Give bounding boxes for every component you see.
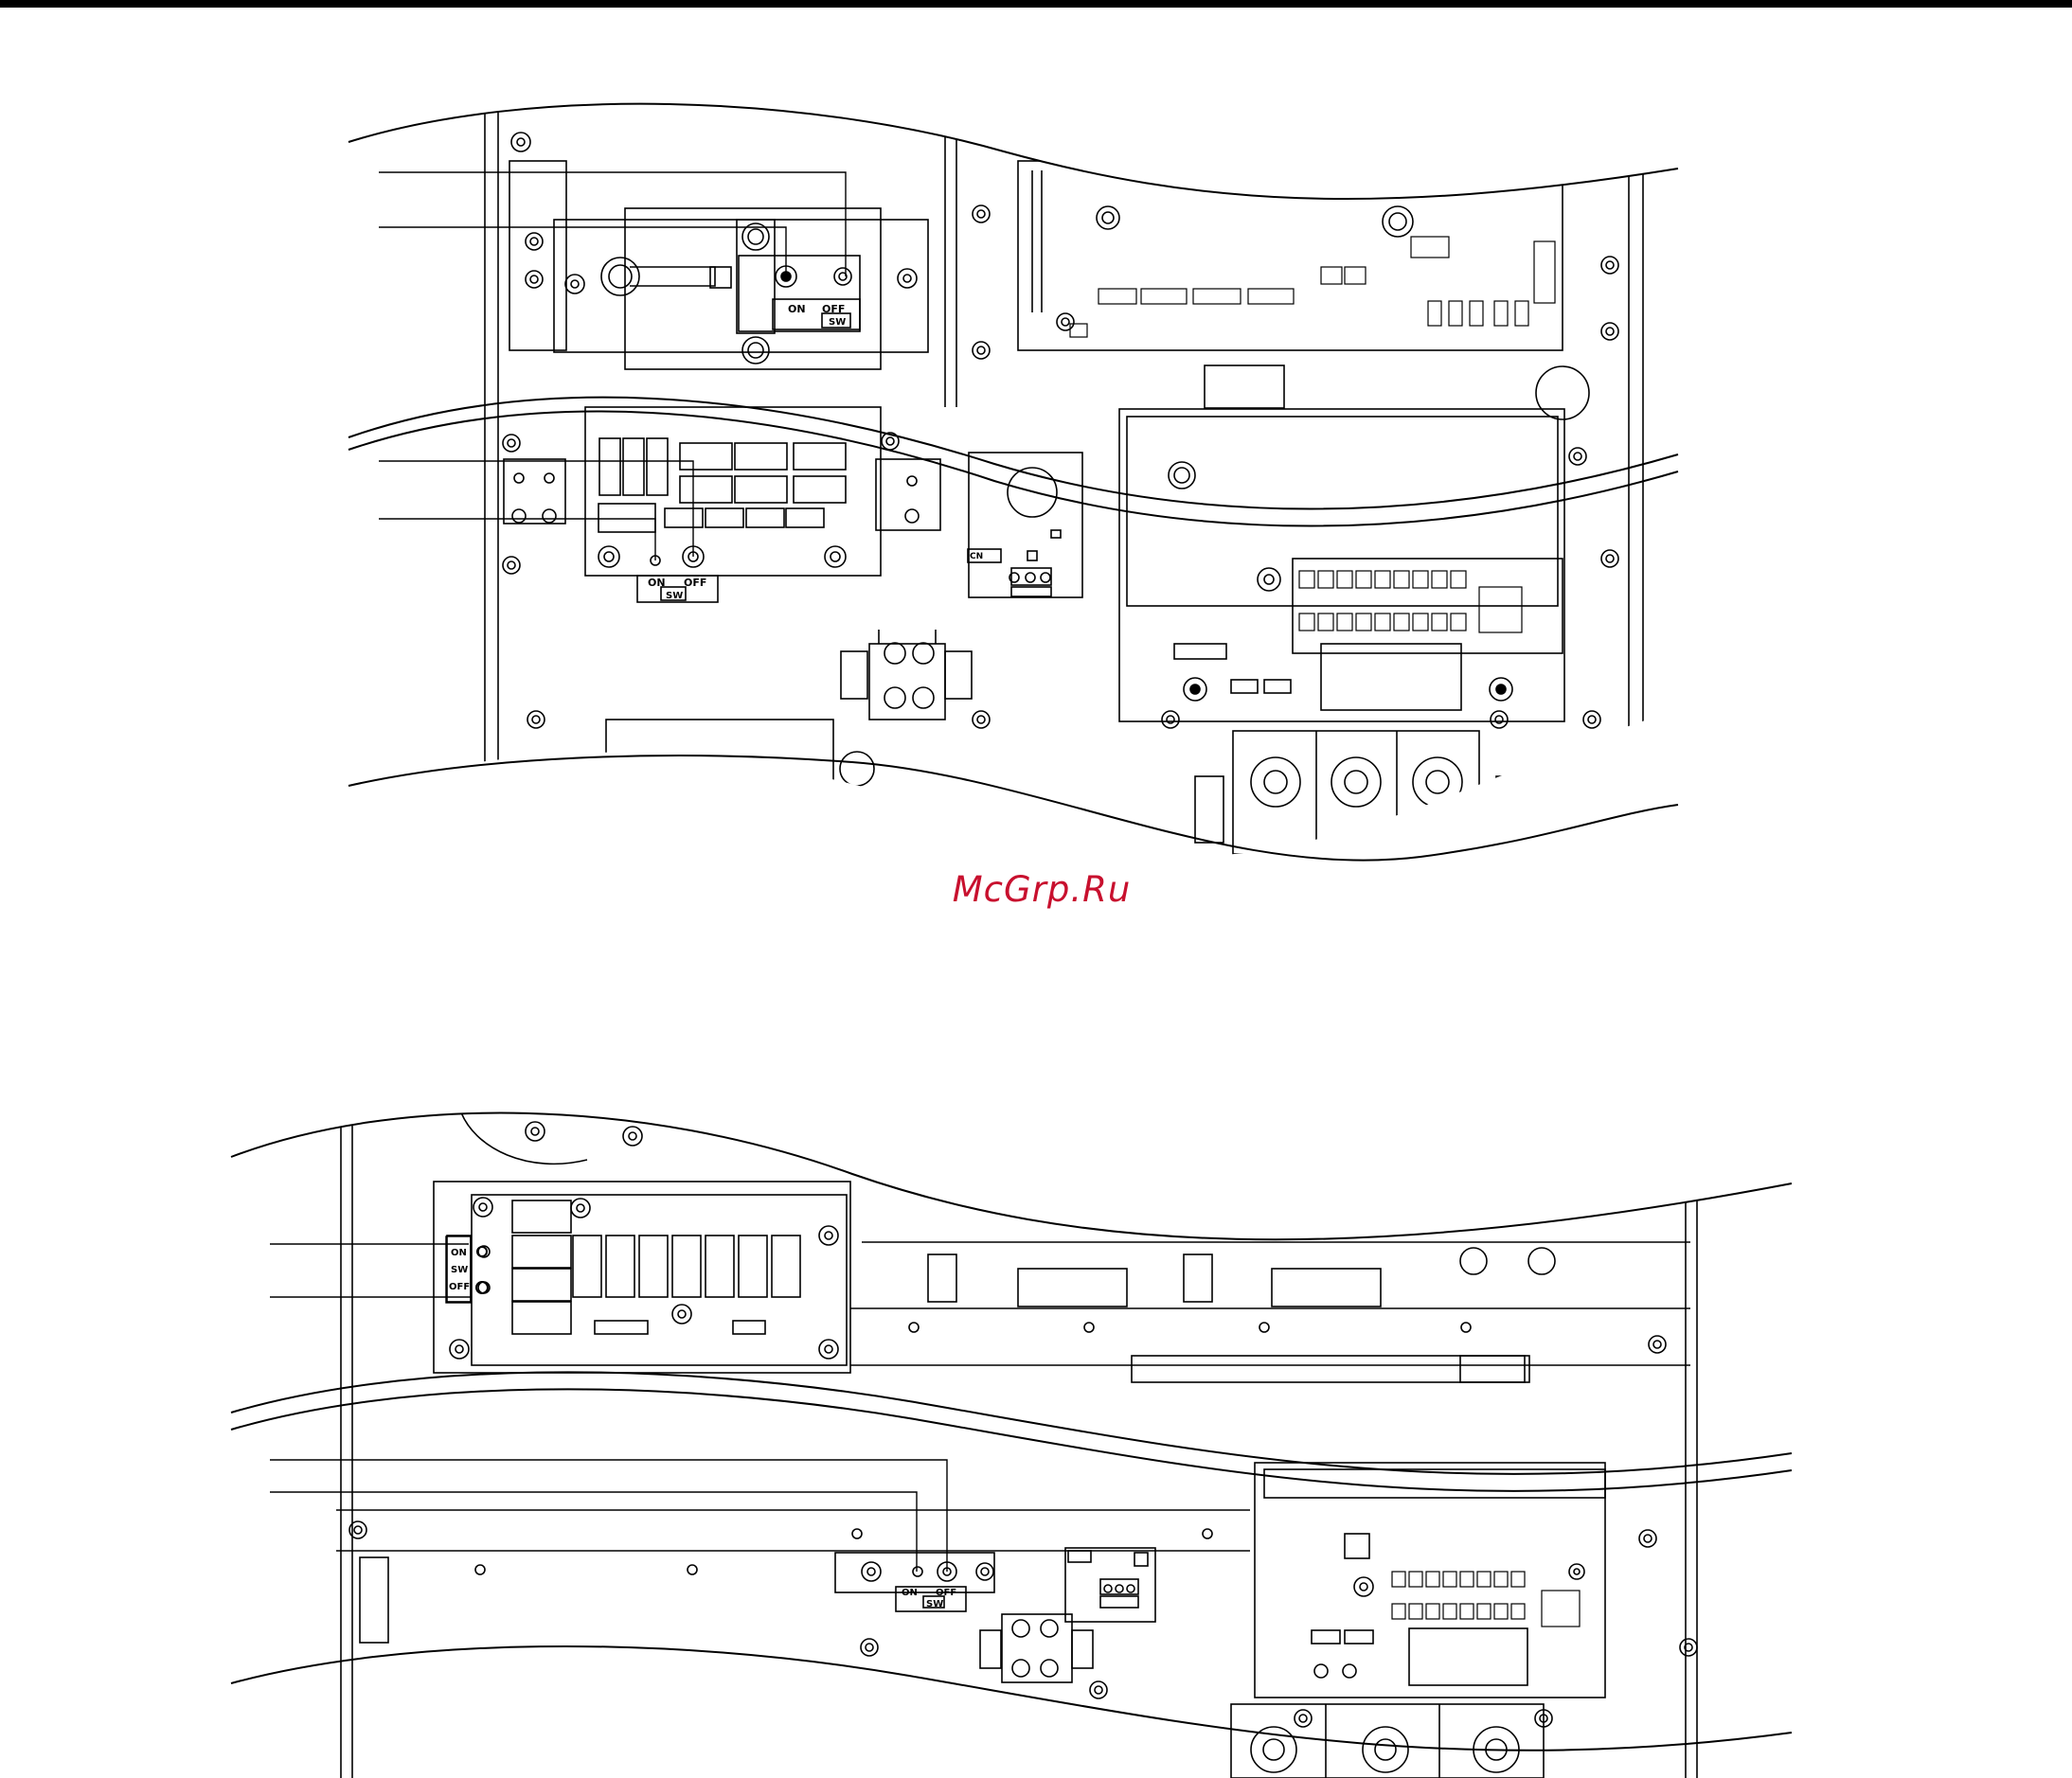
- lower-break-top: [231, 1113, 1792, 1240]
- upper-break-top: [348, 104, 1678, 199]
- breaker-switch-on-label: ON: [648, 577, 666, 589]
- side-switch-tag: SW: [451, 1265, 468, 1275]
- small-board-label: CN: [970, 552, 983, 561]
- leader-7: [270, 1460, 947, 1572]
- bottom-switch-tag: SW: [926, 1599, 943, 1609]
- lower-break-low: [231, 1646, 1792, 1751]
- side-switch-off-label: OFF: [449, 1282, 470, 1292]
- bottom-switch-on-label: ON: [902, 1588, 918, 1598]
- bottom-switch-off-label: OFF: [936, 1588, 956, 1598]
- watermark: McGrp.Ru: [947, 869, 1136, 910]
- leader-4: [379, 519, 655, 560]
- lower-break-mid-1: [231, 1372, 1792, 1474]
- lower-break-mid-2: [231, 1389, 1792, 1491]
- lower-figure: ON SW OFF ON OFF SW: [231, 1108, 1792, 1778]
- main-switch-off-label: OFF: [822, 303, 845, 315]
- breaker-switch-tag: SW: [666, 591, 683, 601]
- side-switch-on-label: ON: [451, 1248, 467, 1258]
- leader-1: [379, 172, 846, 276]
- upper-figure: ON OFF SW ON OFF SW CN: [348, 104, 1678, 861]
- main-switch-on-label: ON: [788, 303, 806, 315]
- leader-2: [379, 227, 786, 276]
- breaker-switch-off-label: OFF: [684, 577, 706, 589]
- main-switch-tag: SW: [829, 317, 846, 328]
